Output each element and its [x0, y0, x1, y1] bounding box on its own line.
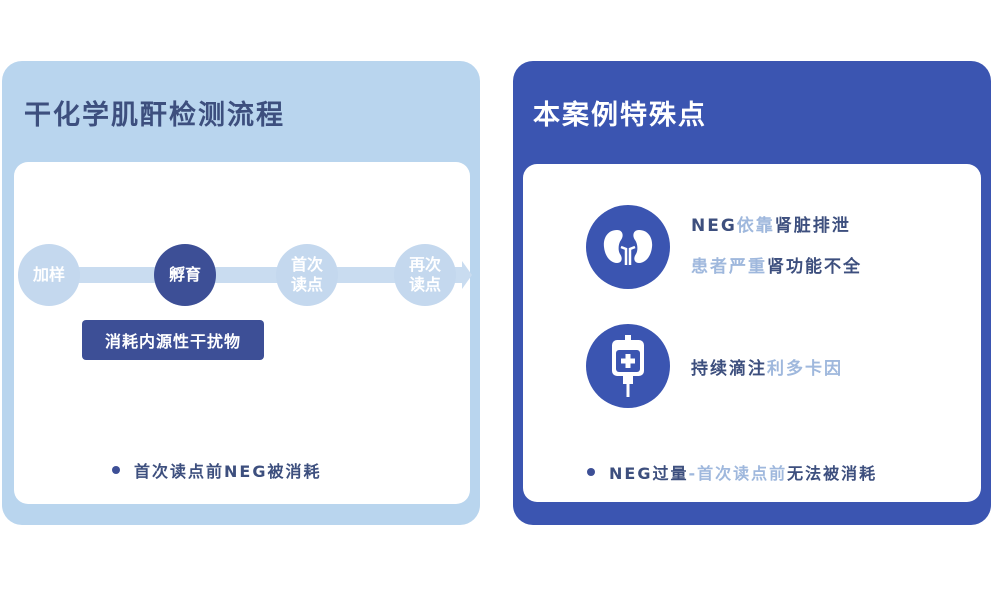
patient-severe-text: 患者严重 [691, 257, 767, 277]
left-note: 首次读点前NEG被消耗 [112, 458, 321, 482]
depend-text: 依靠 [736, 216, 775, 236]
lidocaine-text: 利多卡因 [767, 359, 843, 379]
iv-drip-bag-icon [586, 324, 670, 408]
kidneys-icon [586, 205, 670, 289]
feature1-line1: NEG依靠肾脏排泄 [691, 211, 851, 236]
feature1-line2: 患者严重肾功能不全 [691, 252, 862, 277]
right-note: NEG过量-首次读点前无法被消耗 [587, 460, 877, 484]
step-label: 加样 [32, 265, 65, 284]
cannot-consume-text: 无法被消耗 [787, 464, 878, 483]
left-note-text: 首次读点前NEG被消耗 [134, 462, 322, 481]
continuous-infusion-text: 持续滴注 [691, 359, 767, 379]
step-first-read: 首次 读点 [276, 244, 338, 306]
step-second-read: 再次 读点 [394, 244, 456, 306]
step-label: 再次 读点 [408, 255, 441, 294]
neg-text: NEG [691, 216, 737, 236]
bullet-icon [112, 466, 120, 474]
special-points-card: NEG依靠肾脏排泄 患者严重肾功能不全 持续滴注利多卡因 [523, 164, 981, 502]
flow-track [24, 267, 464, 283]
step-incubate: 孵育 [154, 244, 216, 306]
incubation-tag: 消耗内源性干扰物 [82, 320, 264, 360]
feature2-line1: 持续滴注利多卡因 [691, 354, 843, 379]
renal-insufficiency-text: 肾功能不全 [767, 257, 862, 277]
kidney-excretion-text: 肾脏排泄 [774, 216, 851, 236]
right-panel-title: 本案例特殊点 [533, 100, 707, 131]
right-panel: 本案例特殊点 NEG依靠肾脏排泄 患者严重肾功能不全 [513, 61, 991, 525]
step-label: 孵育 [168, 265, 201, 284]
step-label: 首次 读点 [290, 255, 323, 294]
left-panel: 干化学肌酐检测流程 加样 孵育 首次 读点 再次 读点 消耗内源性干扰物 首次读… [2, 61, 480, 525]
flow-card: 加样 孵育 首次 读点 再次 读点 消耗内源性干扰物 首次读点前NEG被消耗 [14, 162, 472, 504]
neg-excess-text: NEG过量 [609, 464, 689, 483]
bullet-icon [587, 468, 595, 476]
left-panel-title: 干化学肌酐检测流程 [24, 100, 285, 131]
step-add-sample: 加样 [18, 244, 80, 306]
before-first-read-text: -首次读点前 [688, 464, 788, 483]
flow-arrow-icon [462, 261, 472, 289]
